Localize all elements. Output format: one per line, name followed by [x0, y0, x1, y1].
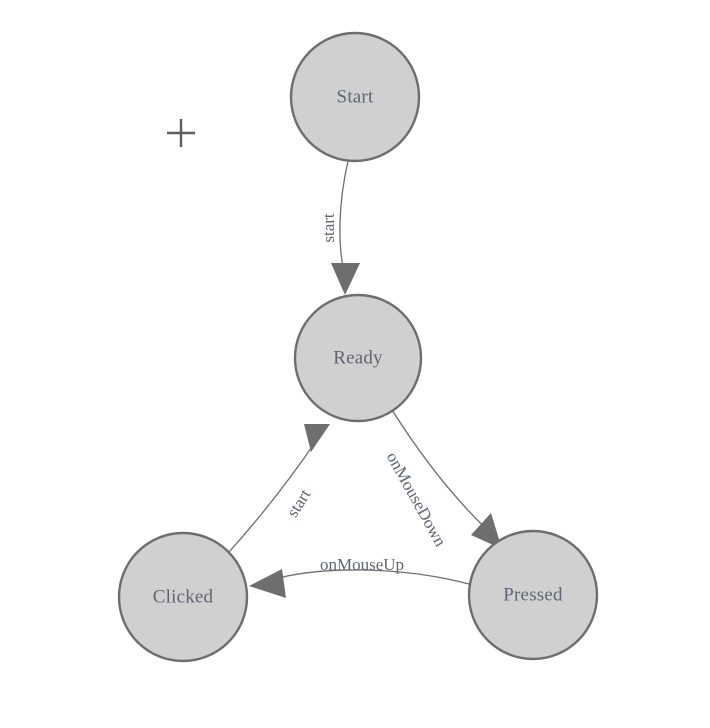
node-start-label: Start	[337, 86, 374, 107]
arrowhead-ready-to-pressed	[471, 513, 502, 549]
node-pressed-label: Pressed	[503, 584, 563, 605]
arrowhead-clicked-to-ready	[304, 424, 330, 452]
edge-pressed-to-clicked[interactable]: onMouseUp	[249, 555, 470, 598]
node-clicked-label: Clicked	[153, 586, 214, 607]
edge-label-ready-to-pressed: onMouseDown	[383, 449, 451, 550]
plus-marker-icon[interactable]	[167, 119, 195, 147]
node-ready-circle	[293, 293, 423, 423]
node-clicked-circle	[117, 531, 249, 663]
node-start-circle	[289, 31, 421, 163]
edge-path-start-to-ready	[339, 160, 349, 273]
node-ready-label: Ready	[333, 347, 383, 368]
edge-path-pressed-to-clicked	[270, 569, 470, 585]
edge-clicked-to-ready[interactable]: start	[228, 424, 330, 553]
edge-ready-to-pressed[interactable]: onMouseDown	[383, 409, 502, 550]
edge-label-start-to-ready: start	[319, 213, 338, 243]
arrowhead-pressed-to-clicked	[249, 569, 286, 598]
node-ready[interactable]: Ready	[293, 293, 423, 423]
edge-label-pressed-to-clicked: onMouseUp	[320, 555, 404, 574]
node-pressed-circle	[467, 529, 599, 661]
edge-label-clicked-to-ready: start	[283, 485, 315, 520]
node-start[interactable]: Start	[289, 31, 421, 163]
edge-start-to-ready[interactable]: start	[319, 160, 360, 295]
node-clicked[interactable]: Clicked	[117, 531, 249, 663]
edge-path-clicked-to-ready	[228, 443, 315, 553]
arrowhead-start-to-ready	[331, 263, 360, 295]
node-pressed[interactable]: Pressed	[467, 529, 599, 661]
